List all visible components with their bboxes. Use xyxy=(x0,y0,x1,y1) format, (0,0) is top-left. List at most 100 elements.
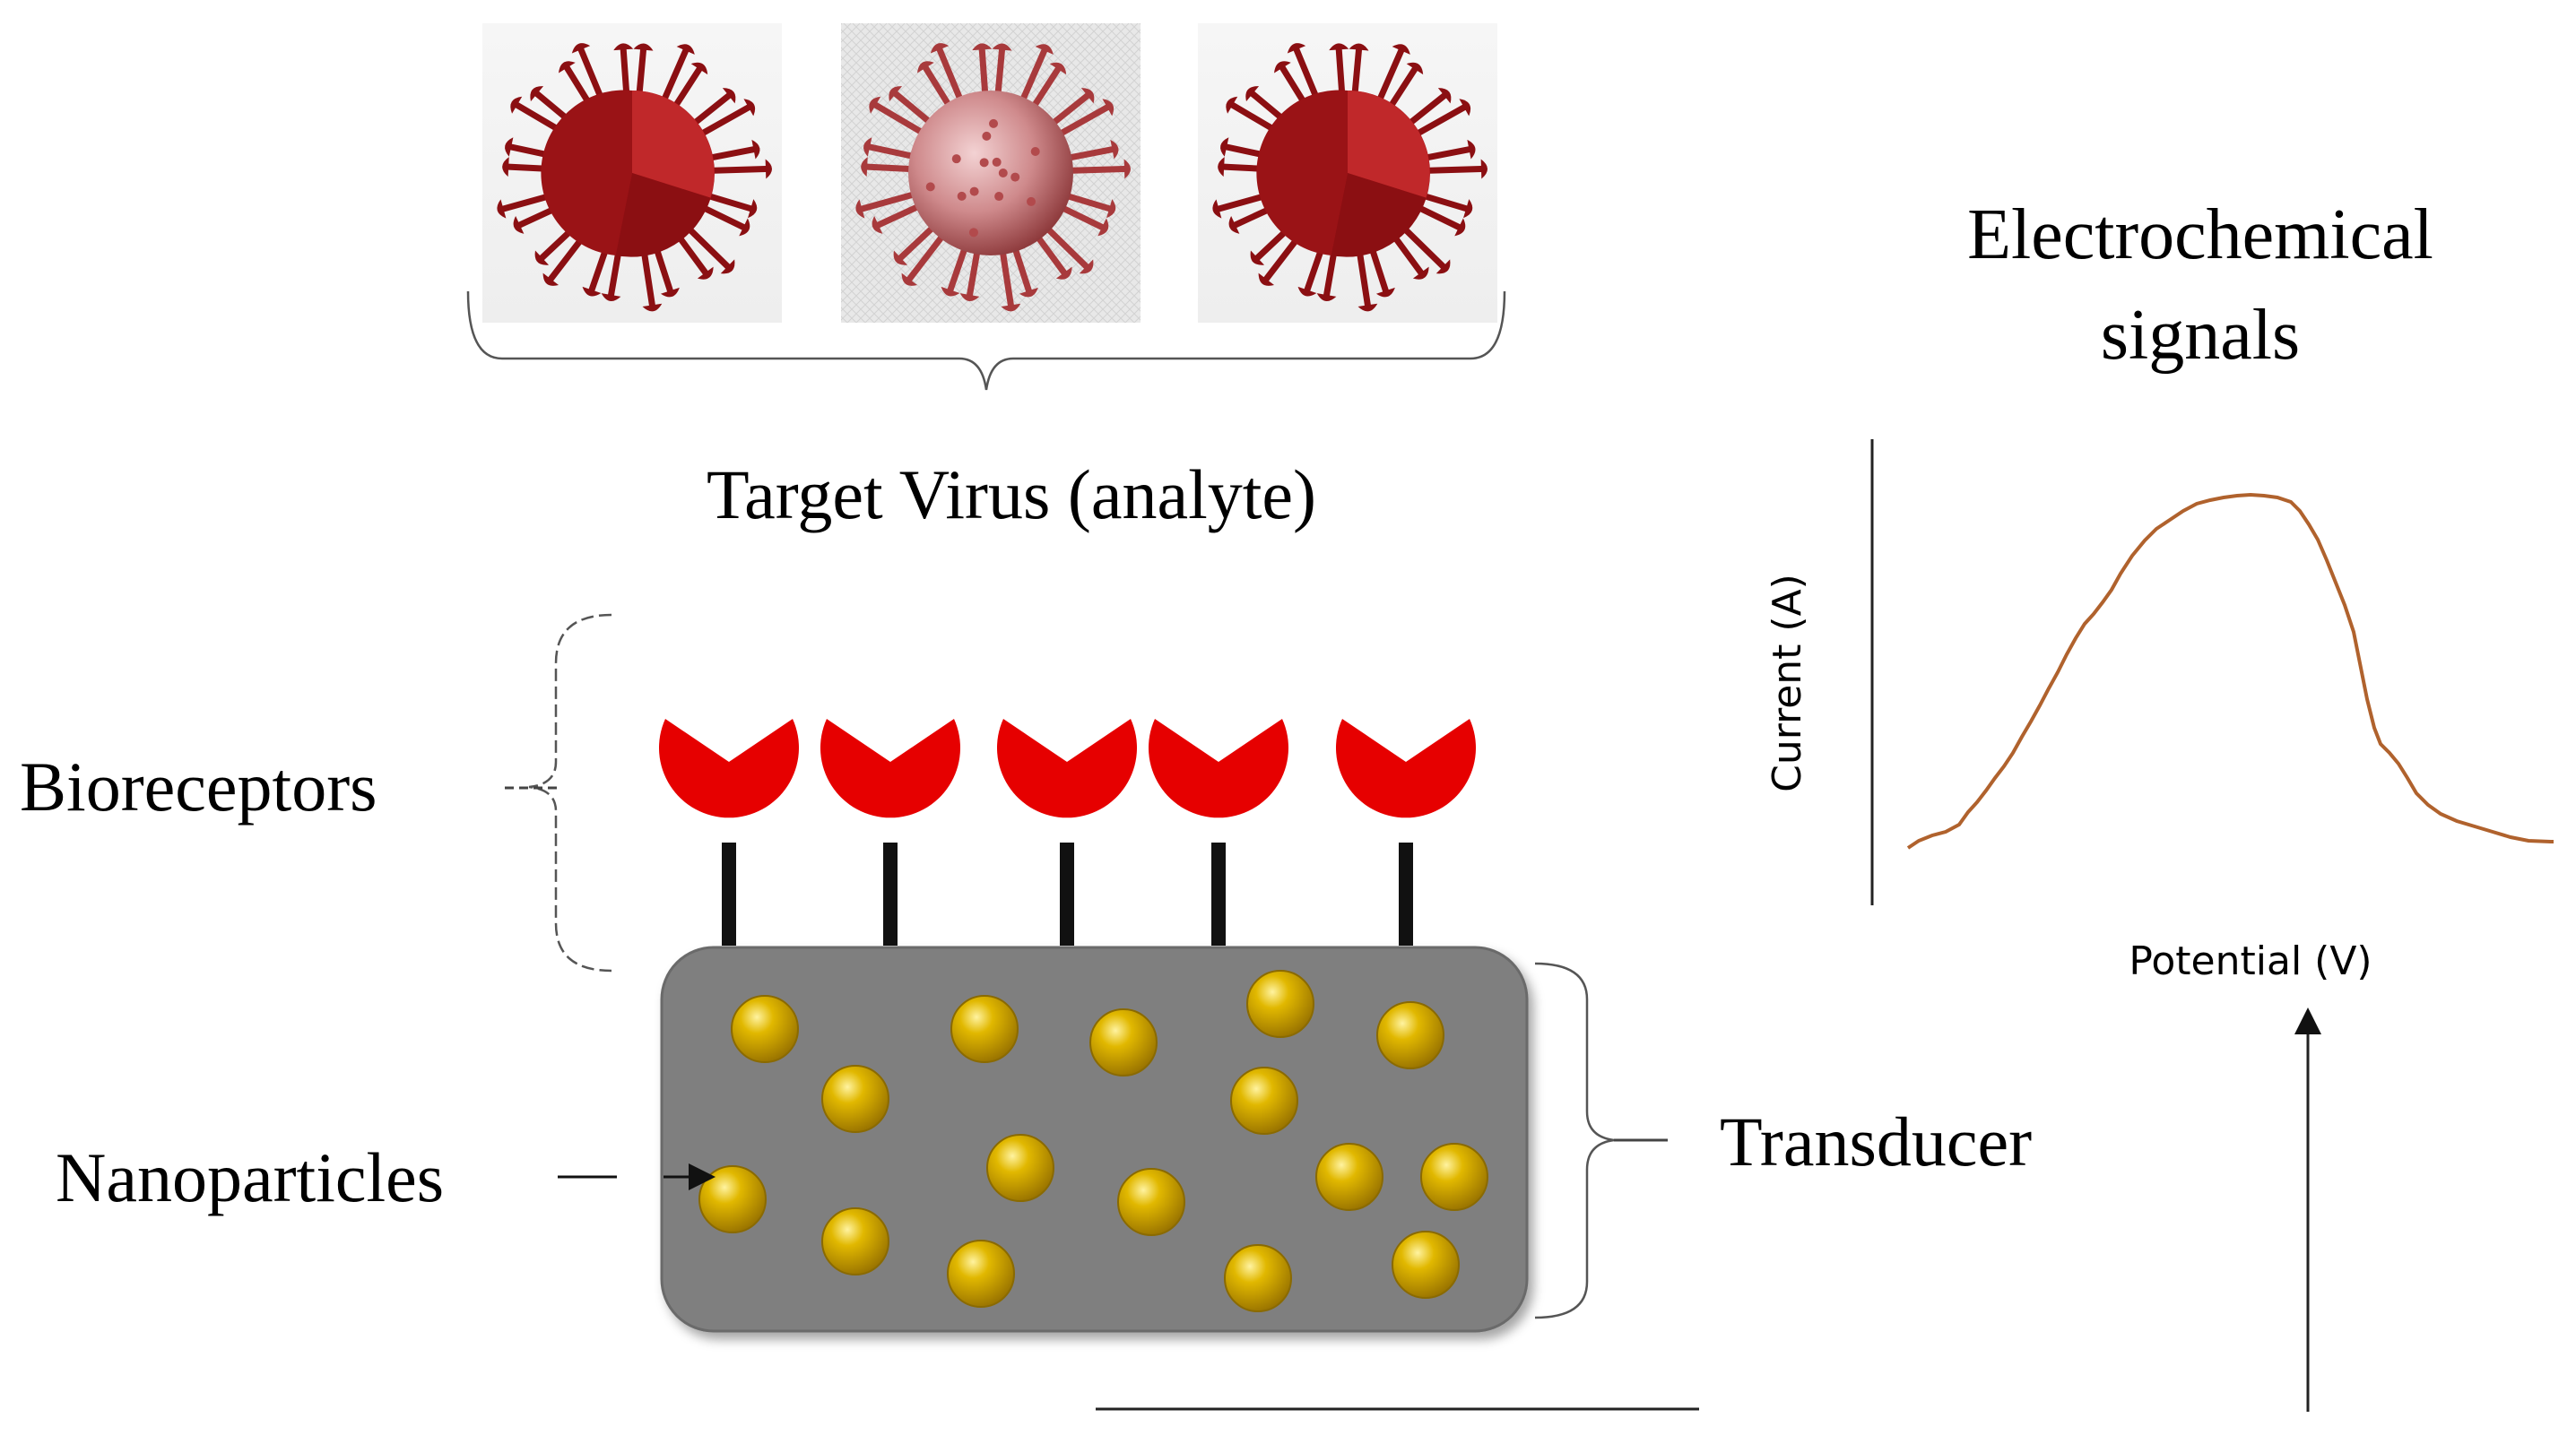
nanoparticle-icon xyxy=(821,1065,889,1133)
nanoparticle-icon xyxy=(731,995,799,1063)
virus-spike-head xyxy=(893,250,908,265)
virus-spike-head xyxy=(1412,266,1429,280)
virus-spike-head xyxy=(1079,259,1094,274)
nanoparticle-icon xyxy=(947,1240,1015,1308)
nanoparticle-icon xyxy=(986,1134,1054,1202)
virus-icon xyxy=(497,43,772,312)
virus-spike-head xyxy=(1097,218,1109,237)
virus-spike-head xyxy=(972,43,993,51)
virus-spike-head xyxy=(1110,139,1119,160)
transducer-label: Transducer xyxy=(1720,1102,2032,1180)
virus-spike-head xyxy=(722,88,736,104)
virus-spike xyxy=(699,191,754,212)
virus-spike-head xyxy=(613,43,634,51)
virus-spike-head xyxy=(582,286,602,297)
virus-spike xyxy=(858,189,923,212)
virus-spike-head xyxy=(1392,44,1410,55)
virus-spike-head xyxy=(690,62,708,75)
nanoparticle-group xyxy=(698,970,1488,1312)
virus-spike-head xyxy=(861,157,868,177)
nanoparticle-icon xyxy=(1246,970,1314,1038)
virus-spike-head xyxy=(863,137,872,157)
virus-spike-head xyxy=(1435,259,1451,274)
virus-surface-dot xyxy=(1027,196,1036,206)
virus-highlight xyxy=(632,91,715,198)
virus-surface-dot xyxy=(989,118,999,128)
virus-spike-head xyxy=(1454,218,1466,237)
virus-spike xyxy=(1017,47,1048,108)
virus-shade xyxy=(541,90,632,256)
virus-body xyxy=(908,91,1073,255)
virus-spike xyxy=(658,47,690,108)
virus-spike-head xyxy=(901,272,918,286)
virus-spike xyxy=(1052,104,1111,140)
virus-spike xyxy=(1374,47,1405,108)
virus-spike xyxy=(1418,166,1485,175)
virus-spike xyxy=(1045,92,1091,130)
virus-spike-head xyxy=(1001,303,1021,312)
virus-surface-dot xyxy=(992,157,1002,167)
virus-spike xyxy=(693,104,752,140)
virus-highlight xyxy=(1348,91,1430,198)
virus-spike-head xyxy=(497,199,507,219)
voltammogram-chart: Current (A) Potential (V) xyxy=(1765,439,2554,984)
virus-spike-head xyxy=(1250,250,1265,265)
virus-spike-head xyxy=(542,272,559,286)
virus-images xyxy=(482,23,1497,323)
virus-surface-dot xyxy=(969,186,979,196)
virus-spike xyxy=(1040,221,1089,270)
virus-spike xyxy=(875,201,927,229)
virus-spike xyxy=(947,239,970,293)
virus-spike xyxy=(936,46,966,108)
virus-spike-head xyxy=(1102,99,1115,117)
virus-spike-head xyxy=(941,286,960,297)
virus-spike xyxy=(1417,146,1472,162)
virus-spike-head xyxy=(633,43,654,51)
virus-surface-dot xyxy=(994,192,1004,202)
virus-spike-head xyxy=(1226,96,1238,114)
electrochemical-title-line2: signals xyxy=(2101,296,2300,375)
bioreceptor xyxy=(997,719,1137,946)
virus-spike xyxy=(687,92,733,130)
virus-spike-head xyxy=(534,250,550,265)
transducer-brace xyxy=(1534,962,1615,1319)
virus-spike-head xyxy=(1297,286,1317,297)
virus-spike-head xyxy=(917,61,934,73)
virus-spike xyxy=(1355,243,1371,308)
virus-spike-head xyxy=(869,96,881,114)
virus-spike-head xyxy=(642,303,663,312)
virus-spike xyxy=(1062,166,1128,175)
virus-spike-head xyxy=(1080,88,1095,104)
virus-spike-head xyxy=(1349,43,1369,51)
bioreceptor-brace xyxy=(528,613,612,973)
virus-spike-head xyxy=(1357,303,1378,312)
nanoparticle-icon xyxy=(1224,1244,1292,1312)
virus-spike-head xyxy=(1463,199,1473,219)
virus-spike-head xyxy=(1467,139,1476,160)
virus-spike xyxy=(1409,104,1468,140)
bioreceptor xyxy=(1335,719,1476,946)
nanoparticle-icon xyxy=(1420,1143,1488,1211)
virus-shade xyxy=(615,173,711,257)
target-virus-label: Target Virus (analyte) xyxy=(707,455,1316,533)
virus-surface-dot xyxy=(1010,172,1020,182)
virus-spike-head xyxy=(1316,293,1337,302)
virus-spike-head xyxy=(1212,199,1222,219)
virus-spike-head xyxy=(510,96,523,114)
bioreceptor-icon xyxy=(820,719,960,818)
virus-spike-head xyxy=(743,99,756,117)
virus-spike xyxy=(701,146,757,162)
virus-spike xyxy=(906,229,950,282)
virus-spike-head xyxy=(1228,215,1240,234)
virus-spike xyxy=(872,101,931,139)
virus-spike-head xyxy=(992,43,1012,51)
virus-spike xyxy=(1397,221,1446,270)
virus-spike-head xyxy=(1049,62,1067,75)
virus-spike-head xyxy=(1035,44,1054,55)
virus-spike-head xyxy=(1459,99,1471,117)
virus-spike-head xyxy=(1055,266,1072,280)
virus-spike-head xyxy=(1123,159,1131,179)
virus-spike-head xyxy=(1106,199,1116,219)
virus-spike xyxy=(998,243,1014,308)
bioreceptor-array xyxy=(659,719,1476,946)
